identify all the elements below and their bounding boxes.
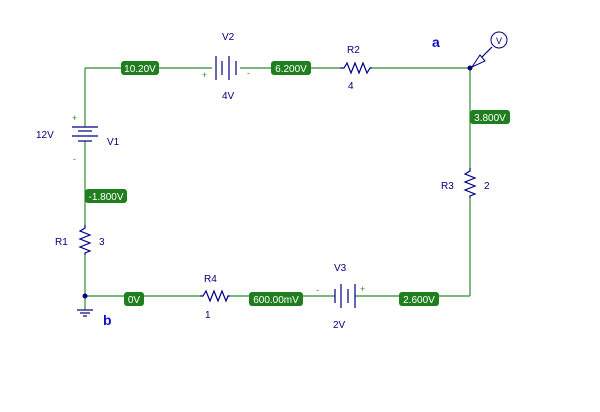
voltage-marker-text: 600.00mV bbox=[253, 295, 299, 306]
voltage-marker-text: 6.200V bbox=[275, 64, 307, 75]
v2-name: V2 bbox=[222, 32, 235, 43]
r2-value: 4 bbox=[348, 81, 354, 92]
probe-tip bbox=[470, 54, 486, 69]
r3-name: R3 bbox=[441, 181, 454, 192]
node-label-a: a bbox=[432, 34, 440, 50]
v3-name: V3 bbox=[334, 263, 347, 274]
v3-value: 2V bbox=[333, 320, 346, 331]
resistor-r1-icon[interactable] bbox=[78, 225, 92, 255]
v3-minus: - bbox=[316, 285, 319, 295]
v1-value: 12V bbox=[36, 130, 54, 141]
ground-icon bbox=[77, 309, 93, 317]
v2-plus: + bbox=[202, 70, 207, 80]
r4-name: R4 bbox=[204, 274, 217, 285]
r2-name: R2 bbox=[347, 45, 360, 56]
node-dot-b bbox=[82, 293, 88, 299]
voltage-marker-text: 2.600V bbox=[403, 295, 435, 306]
resistor-r2-icon[interactable] bbox=[340, 61, 372, 75]
resistor-r4-icon[interactable] bbox=[200, 289, 230, 303]
probe-circle bbox=[490, 31, 508, 49]
voltage-marker-text: 10.20V bbox=[124, 64, 156, 75]
node-label-b: b bbox=[103, 312, 112, 328]
voltage-probe-icon[interactable]: V bbox=[470, 31, 508, 69]
node-dot-a bbox=[467, 65, 473, 71]
v1-plus: + bbox=[72, 113, 77, 123]
v1-name: V1 bbox=[107, 137, 120, 148]
r4-value: 1 bbox=[205, 310, 211, 321]
r1-name: R1 bbox=[55, 237, 68, 248]
v2-minus: - bbox=[247, 68, 250, 78]
resistor-r3-icon[interactable] bbox=[463, 168, 477, 198]
voltage-marker-6v200[interactable]: 6.200V bbox=[271, 61, 311, 75]
r3-value: 2 bbox=[484, 181, 490, 192]
voltage-marker-text: -1.800V bbox=[88, 192, 123, 203]
voltage-marker-2v600[interactable]: 2.600V bbox=[399, 292, 439, 306]
probe-symbol: V bbox=[496, 36, 502, 46]
voltage-marker-0v[interactable]: 0V bbox=[124, 292, 144, 306]
wires bbox=[84, 67, 471, 310]
r1-value: 3 bbox=[99, 237, 105, 248]
voltage-marker-3v800[interactable]: 3.800V bbox=[470, 110, 510, 124]
voltage-marker-600mv[interactable]: 600.00mV bbox=[249, 292, 303, 306]
voltage-marker-neg1v800[interactable]: -1.800V bbox=[85, 189, 127, 203]
battery-v3-icon[interactable] bbox=[334, 284, 356, 308]
voltage-marker-text: 3.800V bbox=[474, 113, 506, 124]
v2-value: 4V bbox=[222, 91, 235, 102]
voltage-marker-text: 0V bbox=[128, 295, 141, 306]
battery-v1-icon[interactable] bbox=[72, 126, 98, 142]
v3-plus: + bbox=[360, 284, 365, 294]
voltage-marker-10v20[interactable]: 10.20V bbox=[121, 61, 159, 75]
v1-minus: - bbox=[73, 154, 76, 164]
battery-v2-icon[interactable] bbox=[215, 56, 237, 80]
